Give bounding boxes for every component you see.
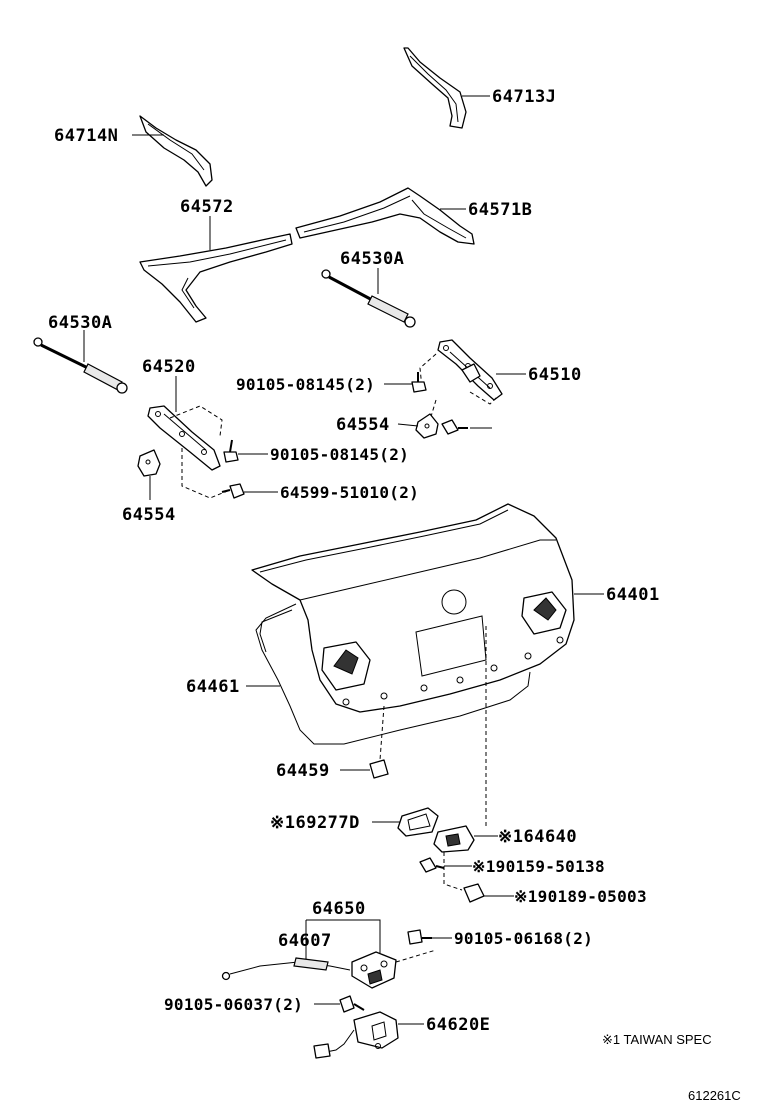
part-64554-cushion-right (415, 413, 439, 439)
label-64607: 64607 (278, 931, 332, 951)
part-90189-05003-nut (463, 883, 485, 903)
label-64530A-left: 64530A (48, 313, 112, 333)
part-64713J-trim (403, 47, 467, 129)
part-64530A-gas-strut-left (33, 337, 128, 394)
label-90189-05003: ※190189-05003 (514, 887, 647, 906)
part-64554-cushion-left (137, 449, 161, 477)
dash-lid-to-64459 (379, 705, 385, 761)
part-64530A-gas-strut-right (321, 269, 416, 328)
part-64650-lock-assembly (351, 951, 397, 989)
dash-lock-bolt (395, 949, 437, 963)
bracket-64650 (305, 919, 381, 958)
label-64459: 64459 (276, 761, 330, 781)
label-64572: 64572 (180, 197, 234, 217)
label-64714N: 64714N (54, 126, 118, 146)
label-69277D: ※169277D (270, 813, 360, 833)
label-64510: 64510 (528, 365, 582, 385)
part-64401-trunk-lid (251, 503, 575, 713)
part-64620E-opener (313, 1011, 399, 1059)
label-64713J: 64713J (492, 87, 556, 107)
part-64714N-trim (139, 115, 213, 187)
part-90105-08145-bolt-lower (223, 439, 239, 463)
part-64520-hinge-left (147, 405, 221, 471)
label-64599-51010-lower: 64599-51010(2) (280, 483, 419, 502)
label-64461: 64461 (186, 677, 240, 697)
label-64530A-right: 64530A (340, 249, 404, 269)
part-64640-handle (433, 825, 475, 853)
leader-64554-right (397, 423, 419, 427)
dash-handle-screw (443, 852, 463, 891)
part-64599-51010-bolt-lower (221, 483, 245, 499)
label-64401: 64401 (606, 585, 660, 605)
label-90105-08145-lower: 90105-08145(2) (270, 445, 409, 464)
part-64572-package-tray-trim (139, 233, 293, 323)
part-64459-bumper (369, 759, 389, 779)
part-90105-08145-bolt-upper (411, 372, 427, 393)
part-90159-50138-screw (419, 857, 445, 873)
diagram-code: 612261C (688, 1088, 741, 1103)
label-90105-06168: 90105-06168(2) (454, 929, 593, 948)
label-64620E: 64620E (426, 1015, 490, 1035)
label-64640: ※164640 (498, 827, 577, 847)
part-64461-weatherstrip (255, 603, 531, 745)
label-64650: 64650 (312, 899, 366, 919)
label-64571B: 64571B (468, 200, 532, 220)
label-64554-left: 64554 (122, 505, 176, 525)
part-64599-51010-bolt-upper (441, 419, 468, 435)
label-64520: 64520 (142, 357, 196, 377)
label-90105-08145-upper: 90105-08145(2) (236, 375, 375, 394)
part-64510-hinge-right (437, 339, 503, 401)
part-90105-06037-bolt (339, 995, 365, 1013)
dash-64520-box (169, 405, 231, 499)
label-90105-06037: 90105-06037(2) (164, 995, 303, 1014)
part-64607-release-cable (221, 957, 351, 981)
label-64554-right: 64554 (336, 415, 390, 435)
part-90105-06168-bolt (407, 929, 432, 945)
label-90159-50138: ※190159-50138 (472, 857, 605, 876)
footnote-taiwan-spec: ※1 TAIWAN SPEC (602, 1032, 712, 1047)
part-64571B-package-tray-trim (295, 187, 475, 245)
part-69277D-cover (397, 807, 439, 837)
